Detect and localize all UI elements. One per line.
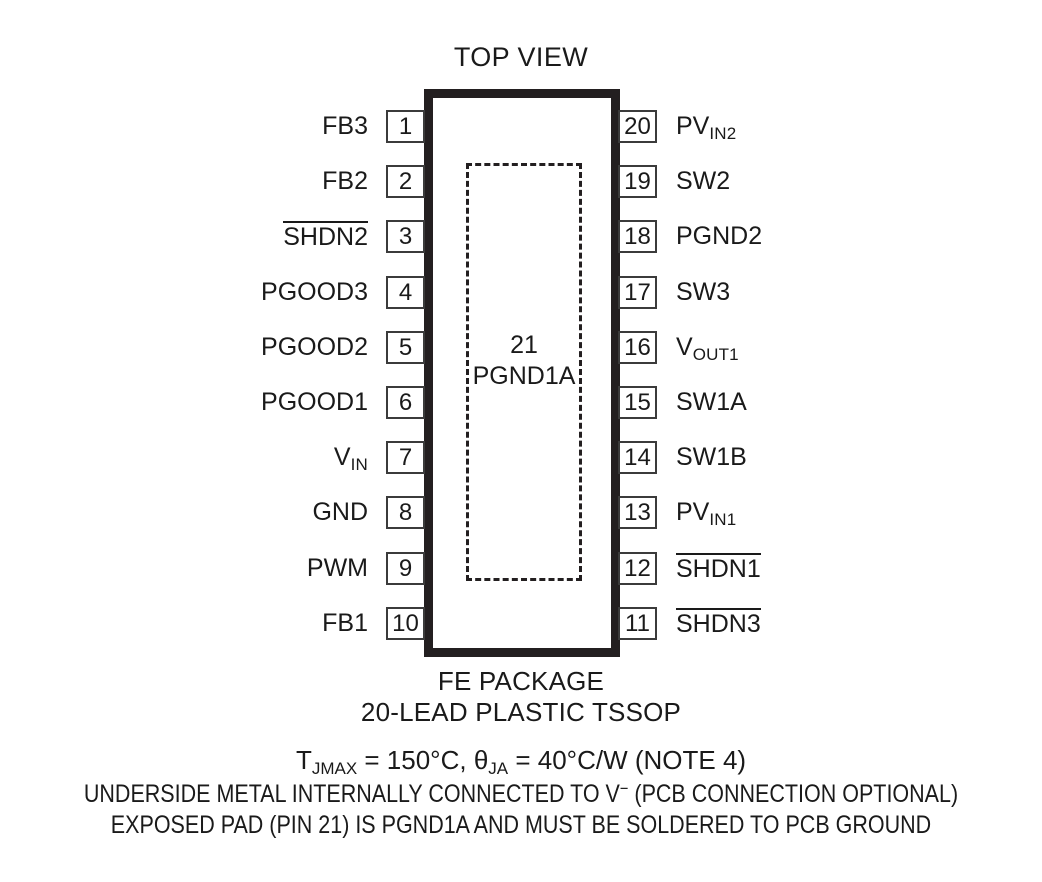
note-line-underside-metal: UNDERSIDE METAL INTERNALLY CONNECTED TO … [73, 779, 969, 811]
pin-name-text: PGOOD3 [261, 277, 368, 306]
pin-name-subscript: IN [350, 455, 368, 475]
pin-name-text: SW2 [676, 167, 731, 196]
note-line1-part-a: UNDERSIDE METAL INTERNALLY CONNECTED TO … [83, 780, 620, 808]
exposed-pad-pin-number: 21 [510, 331, 538, 359]
pin-name-text: SW1B [676, 443, 747, 472]
pin-name-subscript: IN1 [709, 510, 737, 530]
pin-label-1: FB3 [322, 111, 368, 141]
package-body-outline [424, 89, 620, 657]
pin-name-text: PGND2 [676, 222, 763, 251]
pin-label-19: SW2 [676, 166, 730, 196]
pin-label-18: PGND2 [676, 221, 762, 251]
pin-name-text: FB1 [322, 608, 368, 637]
thermal-spec-line: TJMAX = 150°C, θJA = 40°C/W (NOTE 4) [0, 745, 1042, 779]
notes-block: UNDERSIDE METAL INTERNALLY CONNECTED TO … [73, 779, 969, 839]
pin-number-box-2: 2 [386, 165, 425, 199]
pin-name-text: SW3 [676, 277, 731, 306]
active-low-overline: SHDN1 [676, 552, 761, 583]
note-line1-superscript-minus: − [619, 779, 629, 798]
pin-label-20: PVIN2 [676, 111, 736, 144]
top-view-caption: TOP VIEW [453, 42, 589, 72]
pin-label-10: FB1 [322, 608, 368, 638]
pin-label-15: SW1A [676, 387, 747, 417]
pin-label-6: PGOOD1 [261, 387, 368, 417]
pin-label-13: PVIN1 [676, 497, 736, 530]
pin-name-text: PGOOD2 [261, 332, 368, 361]
pin-label-9: PWM [307, 553, 368, 583]
pin-number-box-12: 12 [618, 551, 657, 585]
pin-name-text: SHDN1 [676, 552, 761, 583]
pin-label-12: SHDN1 [676, 552, 761, 584]
pin-number-box-3: 3 [386, 220, 425, 254]
theta-subscript: JA [488, 759, 509, 778]
pin-name-text: GND [312, 498, 368, 527]
pin-number-box-1: 1 [386, 110, 425, 143]
pin-number-box-8: 8 [386, 496, 425, 530]
pin-name-text: PVIN1 [676, 498, 737, 530]
pin-number-box-13: 13 [618, 496, 657, 530]
pin-number-box-20: 20 [618, 110, 657, 143]
pin-name-text: FB3 [322, 112, 368, 140]
pin-label-17: SW3 [676, 277, 730, 307]
pin-number-box-18: 18 [618, 220, 657, 254]
pin-label-11: SHDN3 [676, 607, 761, 639]
exposed-pad-pin-name: PGND1A [472, 362, 576, 390]
exposed-pad-outline [466, 163, 582, 581]
theta-value: = 40°C/W (NOTE 4) [508, 745, 747, 775]
pin-number-box-16: 16 [618, 330, 657, 364]
pin-number-box-15: 15 [618, 386, 657, 419]
pin-name-text: FB2 [322, 167, 368, 196]
pin-number-box-10: 10 [386, 606, 425, 640]
pin-name-subscript: IN2 [709, 124, 737, 143]
pin-label-7: VIN [334, 442, 368, 475]
pin-name-subscript: OUT1 [692, 344, 739, 364]
theta-symbol: θ [473, 745, 489, 775]
pin-label-3: SHDN2 [283, 221, 368, 252]
pin-number-box-9: 9 [386, 551, 425, 585]
exposed-pad-label-group: 21 PGND1A [440, 330, 608, 392]
pin-number-box-4: 4 [386, 275, 425, 309]
note-line1-part-b: (PCB CONNECTION OPTIONAL) [628, 780, 959, 808]
pin-label-2: FB2 [322, 166, 368, 196]
pin-label-8: GND [312, 497, 368, 527]
note-line-exposed-pad: EXPOSED PAD (PIN 21) IS PGND1A AND MUST … [110, 811, 932, 839]
pin-number-box-14: 14 [618, 441, 657, 475]
pin-name-text: PWM [306, 553, 368, 582]
pin-label-14: SW1B [676, 442, 747, 472]
pin-name-text: VOUT1 [676, 332, 739, 364]
pin-number-box-17: 17 [618, 275, 657, 309]
pin-name-text: SHDN2 [283, 221, 368, 252]
package-caption: FE PACKAGE 20-LEAD PLASTIC TSSOP [0, 666, 1042, 728]
pin-name-text: PGOOD1 [261, 388, 368, 416]
pin-name-text: SW1A [676, 388, 747, 416]
pin-number-box-11: 11 [618, 606, 657, 640]
tjmax-subscript: JMAX [311, 759, 358, 778]
active-low-overline: SHDN3 [676, 607, 761, 638]
package-name: FE PACKAGE [437, 666, 605, 696]
active-low-overline: SHDN2 [283, 221, 368, 252]
pin-number-box-7: 7 [386, 441, 425, 475]
pin-label-16: VOUT1 [676, 332, 739, 365]
package-description: 20-LEAD PLASTIC TSSOP [360, 697, 682, 727]
tjmax-value: = 150°C, [357, 745, 474, 775]
pin-number-box-6: 6 [386, 386, 425, 419]
tjmax-symbol: T [295, 745, 312, 775]
pin-name-text: PVIN2 [676, 112, 737, 143]
pin-name-text: SHDN3 [676, 607, 761, 638]
pin-number-box-19: 19 [618, 165, 657, 199]
pin-number-box-5: 5 [386, 330, 425, 364]
pin-name-text: VIN [333, 443, 368, 475]
pin-label-4: PGOOD3 [261, 277, 368, 307]
pin-label-5: PGOOD2 [261, 332, 368, 362]
